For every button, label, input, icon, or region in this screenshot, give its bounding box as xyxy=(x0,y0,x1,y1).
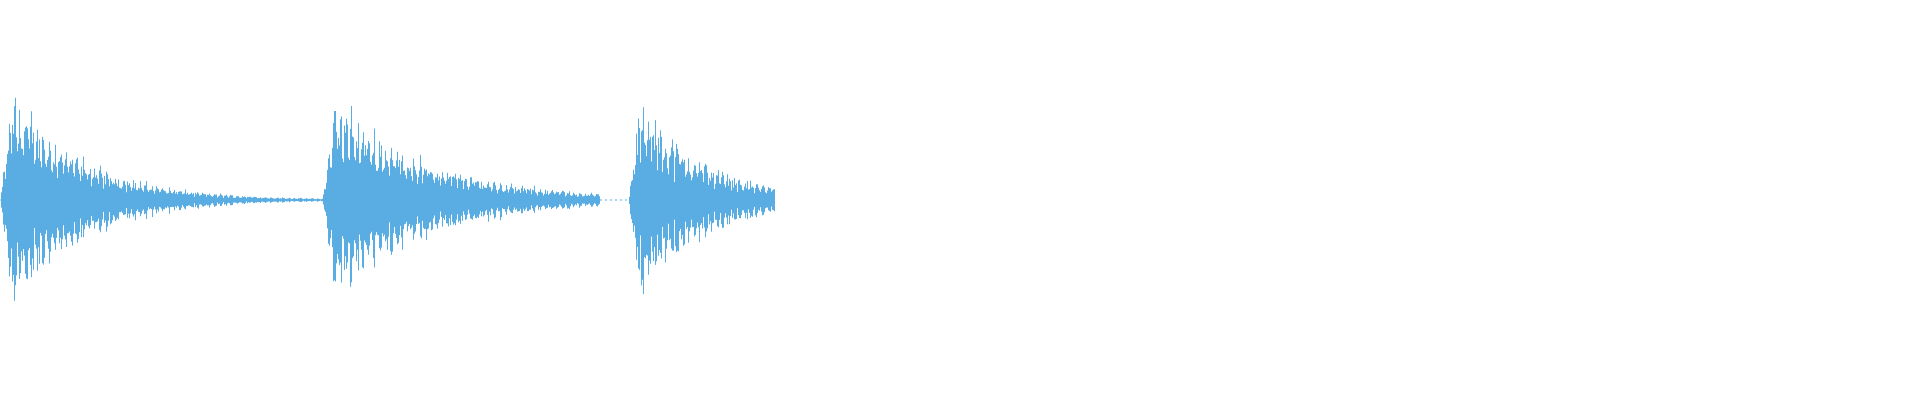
burst-2 xyxy=(323,106,600,287)
burst-2-signal xyxy=(323,106,600,287)
burst-1 xyxy=(1,97,330,301)
burst-3 xyxy=(629,107,775,295)
burst-1-signal xyxy=(1,97,330,301)
burst-3-signal xyxy=(629,107,775,295)
